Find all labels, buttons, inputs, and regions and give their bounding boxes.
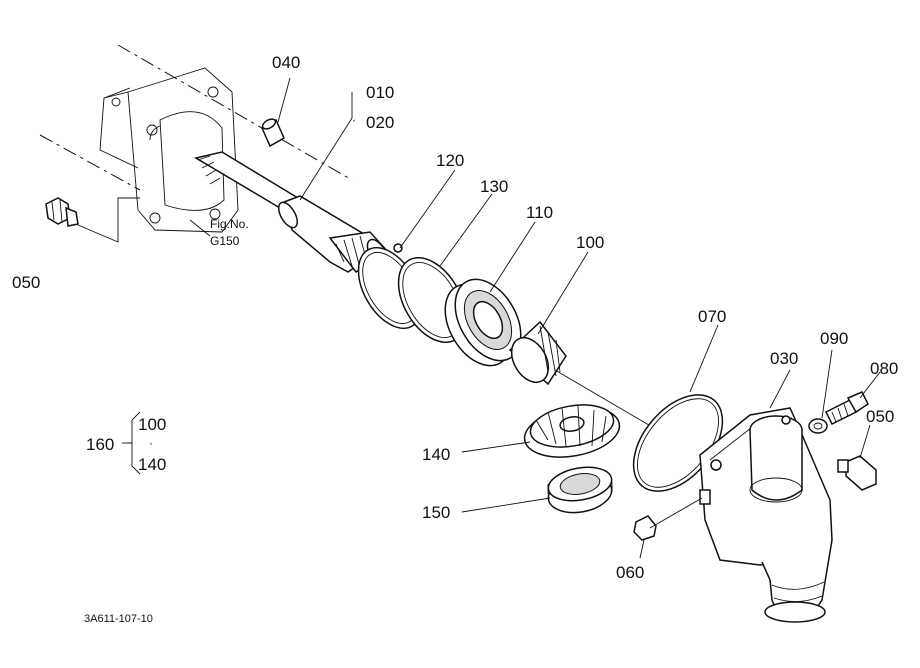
kit-bracket: [122, 411, 141, 475]
callout-150: 150: [422, 503, 450, 522]
leader-lines: [189, 77, 881, 559]
callout-050-left: 050: [12, 273, 40, 292]
callout-140: 140: [422, 445, 450, 464]
callout-120: 120: [436, 151, 464, 170]
leader-050-left: [77, 197, 140, 243]
plug: [633, 515, 657, 541]
kit-dot: ·: [149, 436, 153, 450]
callout-060: 060: [616, 563, 644, 582]
callout-100: 100: [576, 233, 604, 252]
callout-110: 110: [526, 203, 553, 222]
callout-090: 090: [820, 329, 848, 348]
callout-020-dot: ·: [352, 113, 356, 127]
figure-ref-number: G150: [210, 234, 240, 248]
callout-080: 080: [870, 359, 898, 378]
kit-number: 160: [86, 435, 114, 454]
figure-ref-label: Fig.No.: [210, 217, 249, 231]
reference-housing: [99, 67, 239, 233]
callout-130: 130: [480, 177, 508, 196]
seal-washer: [808, 418, 828, 434]
callout-030: 030: [770, 349, 798, 368]
callout-020: 020: [366, 113, 394, 132]
bevel-gear: [523, 404, 621, 458]
bevel-pinion: [508, 320, 567, 386]
ball-bearing: [444, 278, 522, 367]
kit-item-100: 100: [138, 415, 166, 434]
ball-bearing-lower: [547, 466, 613, 514]
callout-050-right: 050: [866, 407, 894, 426]
callout-070: 070: [698, 307, 726, 326]
plug-bolt-right: [837, 455, 877, 491]
center-axis-lower: [39, 134, 141, 191]
plug-bolt-left: [45, 197, 79, 227]
callout-040: 040: [272, 53, 300, 72]
drawing-code: 3A611-107-10: [84, 613, 153, 625]
bolt: [824, 391, 869, 426]
dowel-pin: [261, 118, 285, 148]
gear-case: [699, 407, 833, 623]
kit-item-140: 140: [138, 455, 166, 474]
center-axis: [117, 44, 353, 181]
callout-010: 010: [366, 83, 394, 102]
